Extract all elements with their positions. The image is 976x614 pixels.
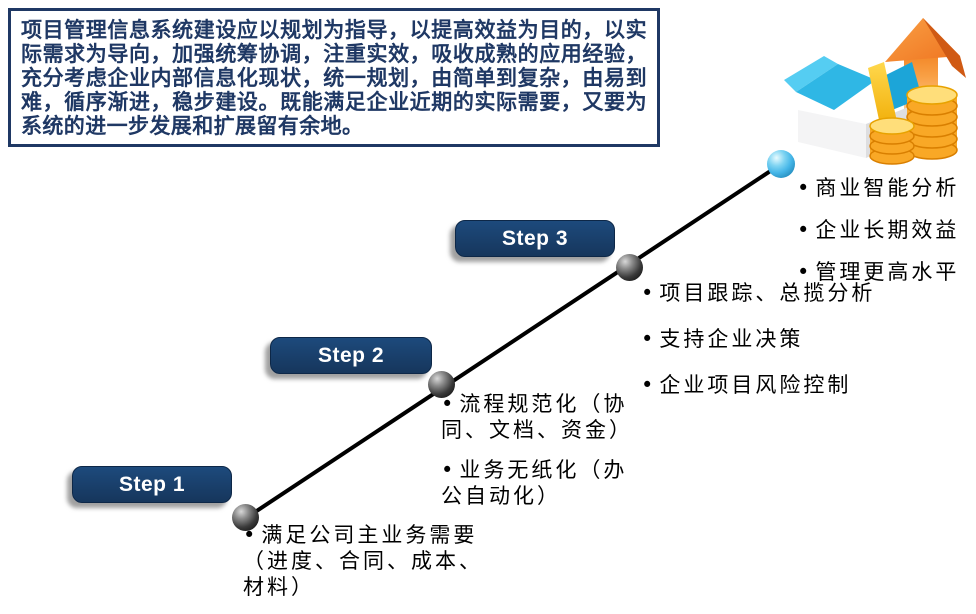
- list-item: 满足公司主业务需要（进度、合同、成本、材料）: [243, 522, 487, 600]
- list-item: 流程规范化（协同、文档、资金）: [441, 391, 639, 443]
- step-1-label: Step 1: [118, 472, 186, 496]
- list-item: 支持企业决策: [641, 327, 875, 351]
- step-2-button[interactable]: Step 2: [270, 337, 432, 374]
- peak-notes: 商业智能分析 企业长期效益 管理更高水平: [797, 176, 959, 302]
- intro-text-box: 项目管理信息系统建设应以规划为指导，以提高效益为目的，以实际需求为导向，加强统筹…: [8, 8, 660, 147]
- step-2-label: Step 2: [317, 343, 385, 367]
- milestone-dot-peak: [767, 150, 795, 178]
- step-1-button[interactable]: Step 1: [72, 466, 232, 503]
- intro-text: 项目管理信息系统建设应以规划为指导，以提高效益为目的，以实际需求为导向，加强统筹…: [21, 18, 647, 138]
- step-2-notes: 流程规范化（协同、文档、资金） 业务无纸化（办公自动化）: [441, 391, 639, 523]
- step-3-label: Step 3: [501, 226, 569, 250]
- list-item: 企业长期效益: [797, 218, 959, 242]
- money-growth-icon: [782, 10, 967, 168]
- list-item: 业务无纸化（办公自动化）: [441, 457, 639, 509]
- step-1-notes: 满足公司主业务需要（进度、合同、成本、材料）: [243, 522, 487, 614]
- step-3-button[interactable]: Step 3: [455, 220, 615, 257]
- list-item: 管理更高水平: [797, 260, 959, 284]
- step-3-notes: 项目跟踪、总揽分析 支持企业决策 企业项目风险控制: [641, 281, 875, 419]
- milestone-dot-step3: [616, 254, 643, 281]
- coin-stack-icon: [869, 85, 958, 165]
- list-item: 项目跟踪、总揽分析: [641, 281, 875, 305]
- money-growth-svg: [784, 18, 966, 165]
- list-item: 商业智能分析: [797, 176, 959, 200]
- list-item: 企业项目风险控制: [641, 373, 875, 397]
